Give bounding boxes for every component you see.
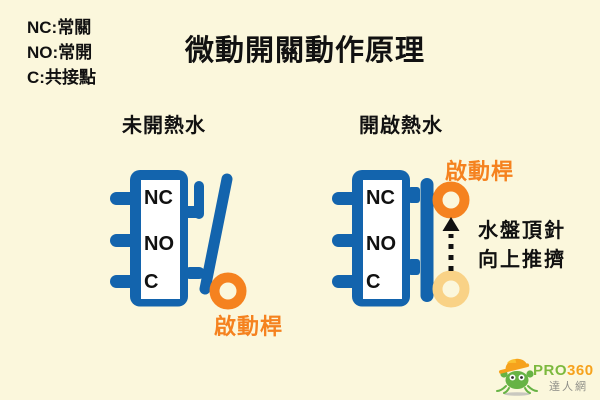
left-contact-no — [184, 267, 205, 279]
legend-line-nc: NC:常關 — [27, 18, 92, 37]
right-terminal-no-label: NO — [366, 233, 396, 255]
right-lever-icon — [420, 178, 434, 302]
right-diagram-header: 開啟熱水 — [359, 115, 443, 137]
left-switch-panel — [141, 180, 180, 299]
legend-line-c: C:共接點 — [27, 68, 96, 87]
right-terminal-nc-label: NC — [366, 187, 395, 209]
page-title: 微動開關動作原理 — [184, 35, 425, 67]
pro360-logo-subtitle: 達人網 — [549, 381, 588, 393]
micro-switch-right: NC NO C — [332, 170, 470, 308]
legend-line-no: NO:常開 — [27, 43, 93, 62]
left-actuator-ring-icon — [209, 272, 247, 310]
right-switch-panel — [363, 180, 402, 299]
left-terminal-no-label: NO — [144, 233, 174, 255]
left-terminal-c-label: C — [144, 271, 158, 293]
pro360-crab-icon — [496, 358, 538, 396]
right-terminal-c-label: C — [366, 271, 380, 293]
micro-switch-left: NC NO C — [110, 170, 247, 310]
pro360-logo-text: PRO360 — [533, 362, 594, 379]
right-contact-no — [408, 259, 420, 275]
right-actuator-ring-icon — [432, 181, 470, 219]
right-contact-nc — [408, 187, 420, 203]
left-terminal-nc-label: NC — [144, 187, 173, 209]
push-annotation-line-1: 水盤頂針 — [478, 220, 566, 242]
legend: NC:常關 NO:常開 C:共接點 — [27, 15, 96, 90]
left-diagram-header: 未開熱水 — [122, 115, 206, 137]
right-lever-label: 啟動桿 — [445, 159, 515, 184]
up-arrow-head-icon — [442, 217, 460, 231]
logo-brand-360: 360 — [567, 362, 594, 379]
left-lever-label: 啟動桿 — [214, 314, 284, 339]
push-annotation: 水盤頂針 向上推擠 — [478, 217, 566, 275]
logo-brand-pro: PRO — [533, 362, 568, 379]
right-actuator-ghost-ring-icon — [432, 270, 470, 308]
left-contact-nc — [194, 181, 204, 219]
left-lever-icon — [199, 173, 233, 295]
push-annotation-line-2: 向上推擠 — [478, 249, 566, 271]
